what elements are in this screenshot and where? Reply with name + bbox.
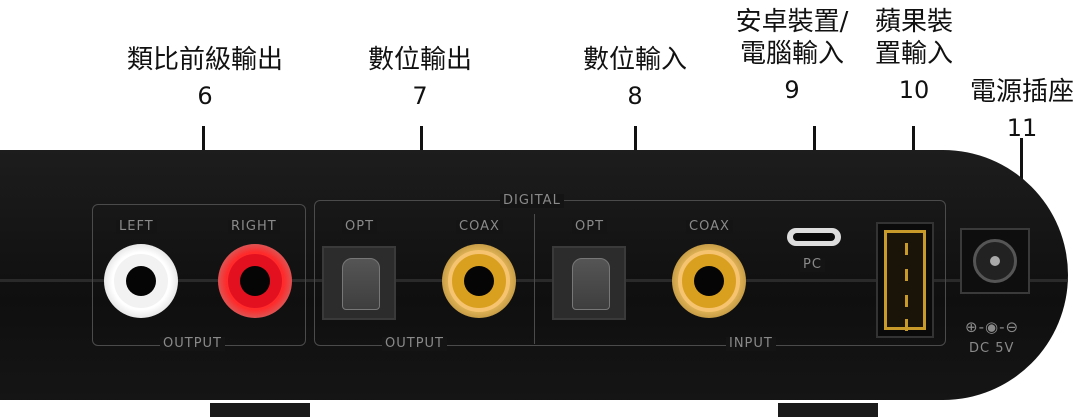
rca-left-jack[interactable]: [104, 244, 178, 318]
label-dc: DC 5V: [969, 341, 1015, 356]
dc-power-jack[interactable]: [960, 228, 1030, 294]
callout-power: 電源插座 11: [958, 76, 1086, 142]
label-coax-in: COAX: [686, 220, 733, 234]
callout-title: 類比前級輸出: [126, 45, 283, 75]
label-polarity: ⊕-◉-⊖: [965, 318, 1020, 336]
callout-number: 7: [412, 82, 428, 110]
label-right: RIGHT: [228, 220, 280, 234]
rca-right-jack[interactable]: [218, 244, 292, 318]
device-rear-panel: LEFT RIGHT OUTPUT DIGITAL OPT COAX OPT C…: [0, 150, 1068, 400]
dc-pin: [990, 256, 1000, 266]
usb-c-slot: [793, 233, 835, 241]
jack-ring: [114, 254, 168, 308]
device-foot-left: [210, 403, 310, 417]
callout-number: 11: [1006, 114, 1038, 142]
callout-number: 9: [784, 76, 800, 104]
jack-hole: [240, 266, 270, 296]
callout-title-line2: 置輸入: [874, 39, 953, 69]
callout-digital-out: 數位輸出 7: [350, 44, 490, 110]
digital-io-divider: [534, 214, 535, 344]
callout-apple-in: 蘋果裝 置輸入 10: [864, 6, 964, 104]
jack-ring: [678, 250, 740, 312]
optical-shutter: [342, 258, 380, 310]
label-output-analog: OUTPUT: [160, 337, 225, 351]
label-opt-out: OPT: [342, 220, 378, 234]
jack-ring: [448, 250, 510, 312]
callout-title: 數位輸入: [582, 45, 687, 75]
callout-title-line2: 電腦輸入: [739, 39, 844, 69]
callout-number: 8: [627, 82, 643, 110]
callout-title-line1: 蘋果裝: [874, 7, 953, 37]
optical-out-jack[interactable]: [322, 246, 396, 320]
jack-hole: [464, 266, 494, 296]
coax-in-jack[interactable]: [672, 244, 746, 318]
jack-hole: [694, 266, 724, 296]
coax-out-jack[interactable]: [442, 244, 516, 318]
device-foot-right: [778, 403, 878, 417]
callout-android-pc-in: 安卓裝置/ 電腦輸入 9: [722, 6, 862, 104]
label-left: LEFT: [116, 220, 157, 234]
jack-hole: [126, 266, 156, 296]
label-opt-in: OPT: [572, 220, 608, 234]
label-digital: DIGITAL: [500, 194, 564, 208]
optical-in-jack[interactable]: [552, 246, 626, 320]
dc-barrel: [973, 239, 1017, 283]
label-coax-out: COAX: [456, 220, 503, 234]
usb-a-port[interactable]: [876, 222, 934, 338]
callout-title-line1: 安卓裝置/: [735, 7, 849, 37]
callout-analog-out: 類比前級輸出 6: [120, 44, 290, 110]
usb-c-port[interactable]: [787, 228, 841, 246]
label-output-digital: OUTPUT: [382, 337, 447, 351]
optical-shutter: [572, 258, 610, 310]
digital-frame: [314, 200, 946, 346]
usb-a-pin: [905, 319, 908, 331]
label-input: INPUT: [726, 337, 776, 351]
label-pc: PC: [800, 258, 825, 272]
usb-a-pin: [905, 295, 908, 307]
usb-a-inner: [884, 230, 926, 331]
usb-a-pin: [905, 243, 908, 255]
callout-title: 電源插座: [969, 77, 1074, 107]
usb-a-pin: [905, 269, 908, 281]
callout-number: 6: [197, 82, 213, 110]
callout-number: 10: [898, 76, 930, 104]
callout-digital-in: 數位輸入 8: [565, 44, 705, 110]
jack-ring: [228, 254, 282, 308]
callout-title: 數位輸出: [367, 45, 472, 75]
